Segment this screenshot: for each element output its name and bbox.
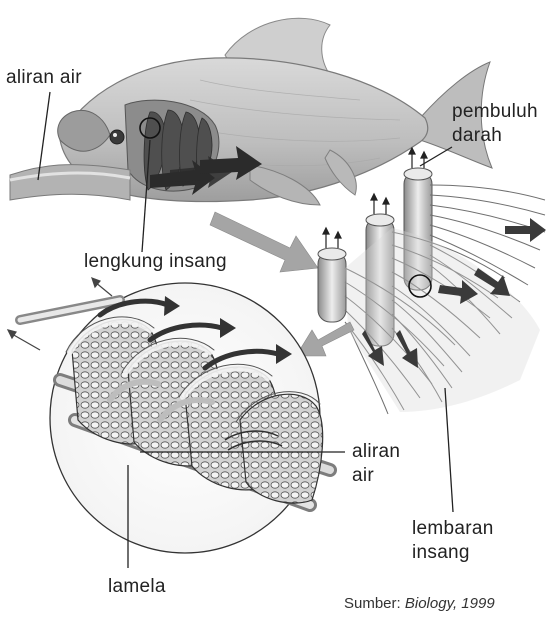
label-lembaran-insang: lembaran insang [412, 517, 494, 565]
lamella-zoom [8, 278, 330, 553]
label-aliran-mid-line1: aliran [352, 440, 400, 464]
label-aliran-air-top: aliran air [6, 66, 82, 90]
fish-eye [110, 130, 124, 144]
label-aliran-mid-line2: air [352, 464, 400, 488]
leader-lembaran-insang [445, 388, 453, 512]
source-prefix: Sumber: [344, 595, 401, 612]
label-lembaran-line2: insang [412, 541, 494, 565]
label-pembuluh-line1: pembuluh [452, 100, 538, 124]
zoom-arrow-filaments-to-lamella [296, 322, 354, 356]
label-lamela: lamela [108, 575, 166, 599]
label-pembuluh-darah: pembuluh darah [452, 100, 538, 148]
label-aliran-air-mid: aliran air [352, 440, 400, 488]
label-lembaran-line1: lembaran [412, 517, 494, 541]
source-citation: Biology, 1999 [405, 595, 495, 612]
label-pembuluh-line2: darah [452, 124, 538, 148]
water-inflow-tube [10, 165, 130, 200]
label-lengkung-insang: lengkung insang [84, 250, 227, 274]
source-credit: Sumber: Biology, 1999 [344, 595, 495, 612]
